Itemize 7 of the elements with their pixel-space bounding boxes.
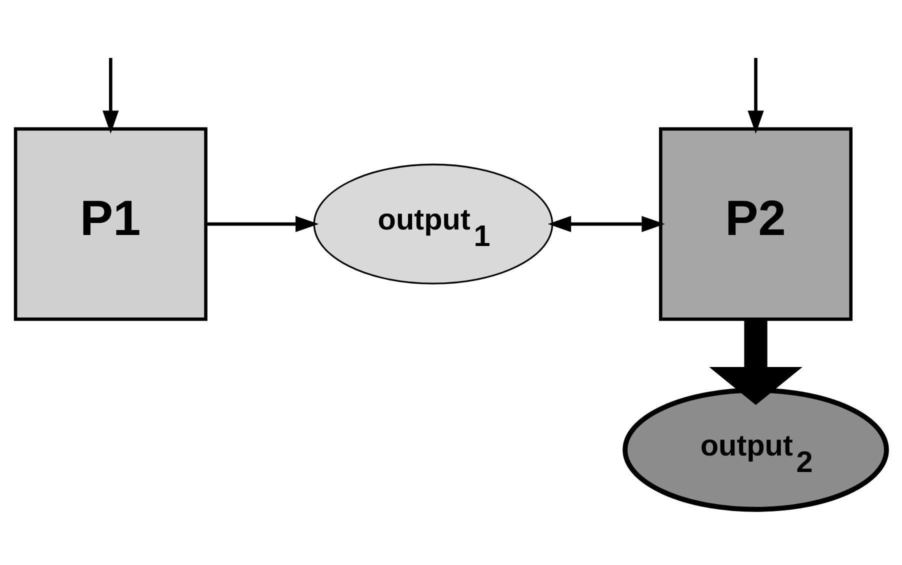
arrow <box>102 57 119 134</box>
arrow <box>709 318 802 405</box>
node-box: P1 <box>14 126 208 320</box>
arrow <box>206 215 319 232</box>
arrow <box>748 57 764 134</box>
node-box: P2 <box>659 126 853 320</box>
arrow <box>548 215 665 232</box>
